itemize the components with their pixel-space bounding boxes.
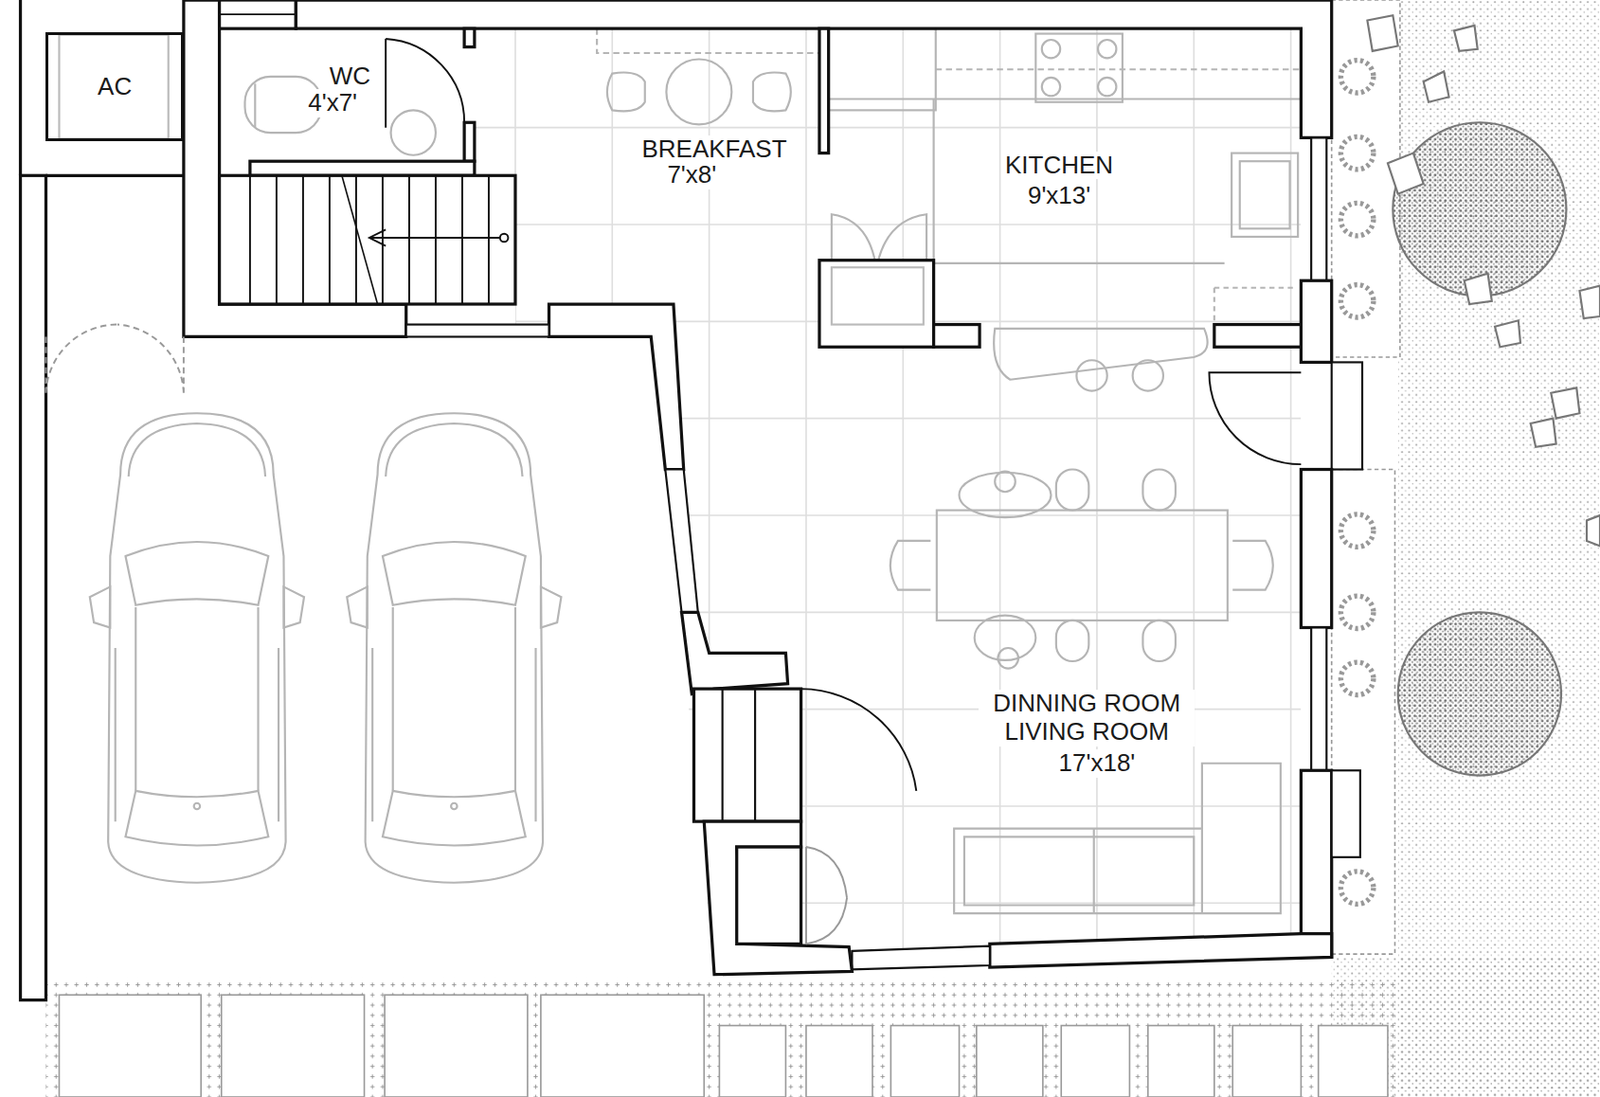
- room-label-holder: 7'x8': [664, 161, 720, 190]
- room-label-holder: 4'x7': [305, 89, 360, 118]
- room-label-holder: 17'x18': [1056, 749, 1139, 778]
- furniture: [89, 28, 1302, 914]
- room-label: 17'x18': [1056, 749, 1139, 778]
- landscape: [45, 0, 1600, 1097]
- stairs-and-doors: [45, 38, 1301, 944]
- room-label: BREAKFAST: [638, 135, 790, 164]
- room-label: DINNING ROOM LIVING ROOM: [978, 689, 1195, 747]
- room-label: 9'x13': [1024, 181, 1094, 211]
- room-label: KITCHEN: [1002, 151, 1116, 180]
- walls: [20, 0, 1363, 1001]
- floor-tiles: [408, 0, 1327, 1021]
- room-label-holder: WC: [326, 62, 374, 91]
- equipment-box: AC: [45, 32, 183, 141]
- room-label: 4'x7': [305, 89, 360, 118]
- equipment-label: AC: [94, 72, 135, 102]
- room-label-holder: KITCHEN: [1002, 151, 1116, 180]
- room-label-holder: DINNING ROOM LIVING ROOM: [978, 689, 1195, 747]
- room-label: 7'x8': [664, 161, 720, 190]
- room-label-holder: 9'x13': [1024, 181, 1094, 211]
- room-label-holder: BREAKFAST: [638, 135, 790, 164]
- room-label: WC: [326, 62, 374, 91]
